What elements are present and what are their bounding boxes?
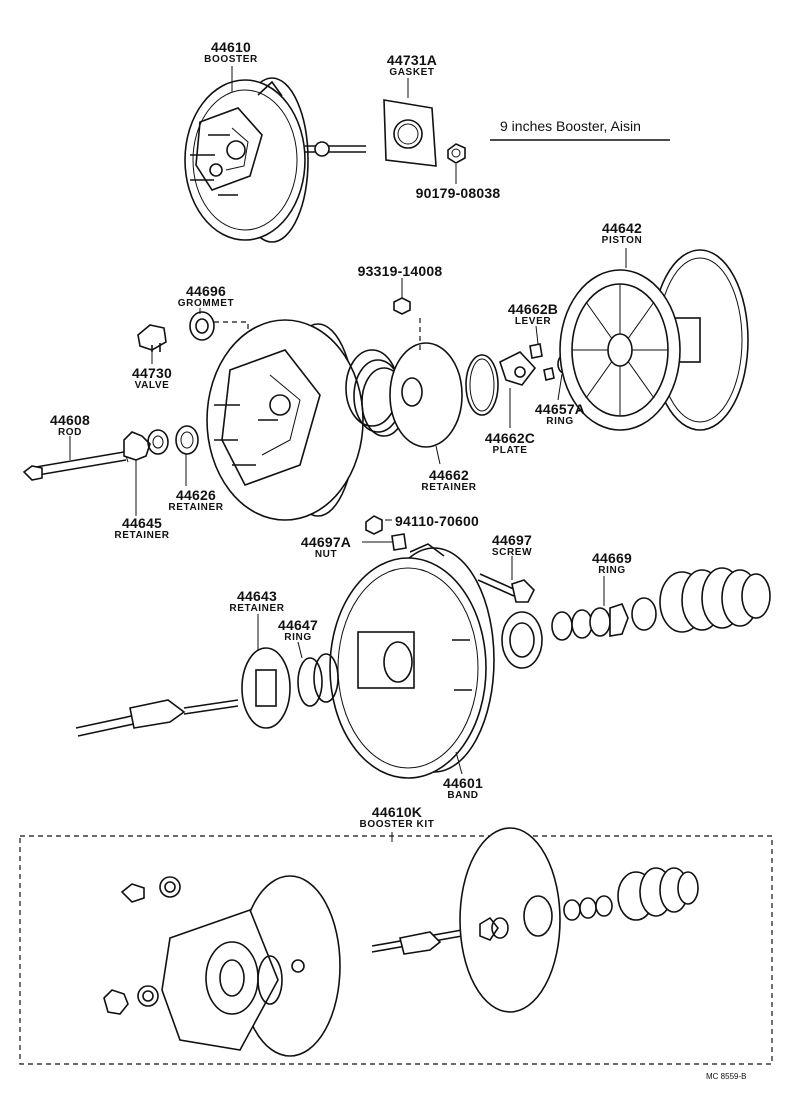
part-number: 44697 [492, 532, 532, 548]
label-90179-08038: 90179-08038 [416, 186, 501, 200]
lever-plate-drawing [499, 343, 571, 386]
screw-drawing [477, 573, 535, 603]
label-44601: 44601 BAND [443, 776, 483, 801]
part-number: 93319-14008 [357, 263, 443, 279]
boot-drawing [659, 567, 771, 633]
part-name: PLATE [492, 445, 528, 456]
gasket-drawing [383, 99, 437, 167]
part-name: RETAINER [229, 603, 285, 614]
booster-note: 9 inches Booster, Aisin [500, 118, 641, 134]
label-44610K: 44610K BOOSTER KIT [360, 805, 435, 830]
booster-kit-box [19, 835, 773, 1065]
part-number: 44645 [122, 515, 162, 531]
rod-drawing [22, 449, 129, 481]
label-44642: 44642 PISTON [602, 221, 643, 246]
part-name: NUT [314, 549, 338, 560]
part-name: ROD [57, 427, 83, 438]
part-number: 90179-08038 [415, 185, 501, 201]
leader-lines [69, 66, 627, 775]
label-44730: 44730 VALVE [132, 366, 172, 391]
part-number: 44610 [211, 39, 251, 55]
rod-retainer-drawing [123, 425, 199, 461]
part-name: RING [546, 416, 574, 427]
label-44662B: 44662B LEVER [508, 302, 558, 327]
part-number: 94110-70600 [395, 513, 479, 529]
push-rod-drawing [75, 699, 239, 737]
part-number: 44657A [534, 401, 586, 417]
part-name: VALVE [134, 380, 170, 391]
plate-retainer-drawing [389, 318, 463, 448]
label-44697A: 44697A NUT [301, 535, 351, 560]
label-44697: 44697 SCREW [492, 533, 532, 558]
part-number: 44647 [278, 617, 318, 633]
label-44643: 44643 RETAINER [229, 589, 284, 614]
part-name: RETAINER [114, 530, 170, 541]
label-44662: 44662 RETAINER [421, 468, 476, 493]
part-name: GASKET [389, 67, 435, 78]
kit-parts-drawing [103, 827, 699, 1057]
label-44608: 44608 ROD [50, 413, 90, 438]
seal-drawing [501, 611, 543, 669]
part-number: 44608 [50, 412, 90, 428]
bolt-93319-drawing [393, 297, 411, 315]
piston-drawing [559, 249, 749, 431]
part-number: 44731A [386, 52, 438, 68]
part-name: RING [284, 632, 312, 643]
label-44645: 44645 RETAINER [114, 516, 169, 541]
part-number: 44730 [132, 365, 172, 381]
label-44657A: 44657A RING [535, 402, 585, 427]
part-name: BAND [447, 790, 479, 801]
rear-shell-drawing [329, 543, 495, 779]
label-93319-14008: 93319-14008 [358, 264, 443, 278]
part-number: 44643 [237, 588, 277, 604]
part-name: RING [598, 565, 626, 576]
front-shell-drawing [206, 319, 364, 521]
part-number: 44669 [592, 550, 632, 566]
label-44731A: 44731A GASKET [387, 53, 437, 78]
diagram-code: MC 8559-B [706, 1072, 747, 1081]
booster-assembly-drawing [184, 77, 366, 243]
part-name: BOOSTER KIT [359, 819, 435, 830]
label-44626: 44626 RETAINER [168, 488, 223, 513]
rear-retainer-drawing [241, 647, 339, 729]
label-44669: 44669 RING [592, 551, 632, 576]
nut-90179-drawing [447, 143, 466, 164]
part-number: 44601 [443, 775, 483, 791]
part-number: 44662C [484, 430, 536, 446]
part-name: LEVER [514, 316, 552, 327]
label-44696: 44696 GROMMET [178, 284, 234, 309]
part-number: 44626 [176, 487, 216, 503]
part-number: 44662 [429, 467, 469, 483]
o-ring-drawing [465, 354, 499, 416]
nut-44697A-drawing [365, 515, 407, 551]
part-name: GROMMET [177, 298, 235, 309]
valve-drawing [137, 324, 167, 352]
part-number: 44610K [371, 804, 423, 820]
label-94110-70600: 94110-70600 [395, 514, 479, 528]
label-44662C: 44662C PLATE [485, 431, 535, 456]
part-name: PISTON [601, 235, 643, 246]
part-number: 44697A [300, 534, 352, 550]
part-number: 44662B [507, 301, 559, 317]
part-name: BOOSTER [204, 54, 258, 65]
washers-drawing [551, 597, 657, 641]
label-44610: 44610 BOOSTER [204, 40, 258, 65]
part-number: 44696 [186, 283, 226, 299]
part-name: RETAINER [168, 502, 224, 513]
label-44647: 44647 RING [278, 618, 318, 643]
part-name: RETAINER [421, 482, 477, 493]
part-number: 44642 [602, 220, 642, 236]
part-name: SCREW [491, 547, 533, 558]
